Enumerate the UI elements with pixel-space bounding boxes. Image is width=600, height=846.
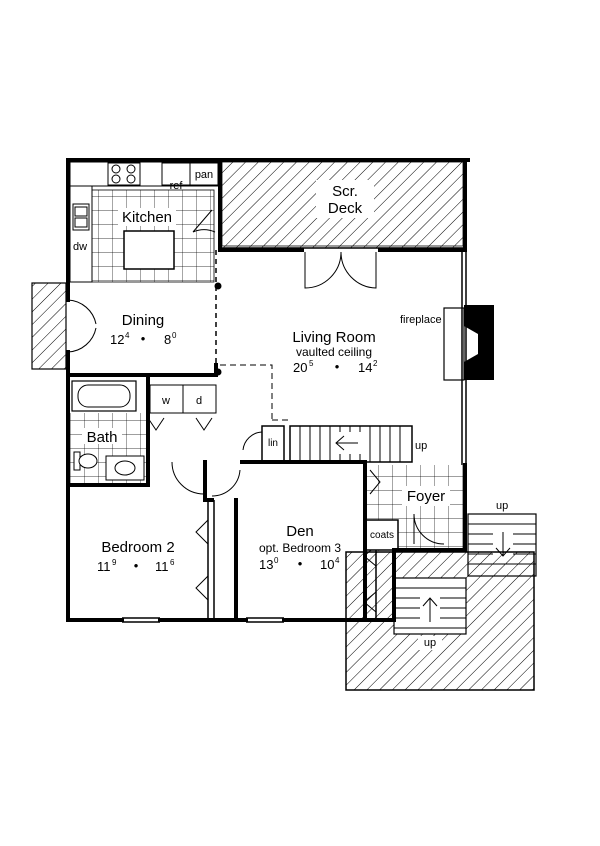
den-sub-label: opt. Bedroom 3 xyxy=(259,541,341,555)
laundry: w d xyxy=(147,384,217,431)
bedroom2-dim-sep: • xyxy=(134,558,139,573)
den-dim-sep: • xyxy=(298,556,303,571)
dining-length: 8 xyxy=(164,332,171,347)
fireplace-icon xyxy=(443,305,494,381)
right-stairs-up-label: up xyxy=(496,500,508,512)
coats-label: coats xyxy=(370,530,394,541)
deck-label-line1: Scr. xyxy=(332,183,358,200)
den-width-inches: 0 xyxy=(274,556,279,565)
stair-up-label: up xyxy=(415,440,427,452)
interior-stair: up xyxy=(289,425,427,463)
exterior-walls xyxy=(66,158,470,623)
pan-label: pan xyxy=(195,169,213,181)
sink-icon xyxy=(72,203,90,231)
dining-label: Dining xyxy=(122,312,165,329)
linen-label: lin xyxy=(268,438,278,449)
living-width-inches: 5 xyxy=(309,359,314,368)
dryer-label: d xyxy=(196,395,202,407)
living-length-inches: 2 xyxy=(373,359,378,368)
den-label: Den xyxy=(286,523,314,540)
dishwasher-label: dw xyxy=(73,241,87,253)
dining-length-inches: 0 xyxy=(172,331,177,340)
fireplace-label: fireplace xyxy=(400,314,442,326)
foyer: Foyer coats xyxy=(365,465,465,551)
bedroom2-width: 11 xyxy=(97,559,111,574)
entry-porch: up xyxy=(345,551,535,691)
deck-label-line2: Deck xyxy=(328,200,363,217)
ref-label: ref xyxy=(170,180,184,192)
linen-closet: lin xyxy=(242,425,285,463)
living-room: Living Room vaulted ceiling 20 5 • 14 2 … xyxy=(292,251,494,381)
bedroom2-label: Bedroom 2 xyxy=(101,539,174,556)
bedroom2-length-inches: 6 xyxy=(170,558,175,567)
dining-width: 12 xyxy=(110,332,124,347)
den-width: 13 xyxy=(259,557,273,572)
washer-label: w xyxy=(161,395,170,407)
kitchen-island xyxy=(123,230,175,270)
bedroom2-length: 11 xyxy=(155,559,169,574)
side-porch xyxy=(31,282,67,370)
bath-label: Bath xyxy=(87,429,118,446)
range-icon xyxy=(107,162,141,186)
bath: Bath xyxy=(70,380,148,483)
screened-deck: Scr. Deck xyxy=(219,159,466,249)
toilet-icon xyxy=(73,451,98,471)
bedroom2-width-inches: 9 xyxy=(112,558,117,567)
porch-stairs-up-label: up xyxy=(424,637,436,649)
vanity-sink-icon xyxy=(105,455,145,481)
bedroom-2: Bedroom 2 11 9 • 11 6 xyxy=(97,461,215,620)
den-length-inches: 4 xyxy=(335,556,340,565)
kitchen: ref pan dw Kitchen xyxy=(68,160,221,285)
living-sub-label: vaulted ceiling xyxy=(296,345,372,359)
living-label: Living Room xyxy=(292,329,375,346)
dining-room: Dining 12 4 • 8 0 xyxy=(67,299,177,353)
kitchen-label: Kitchen xyxy=(122,209,172,226)
living-width: 20 xyxy=(293,360,307,375)
dining-width-inches: 4 xyxy=(125,331,130,340)
living-dim-sep: • xyxy=(335,359,340,374)
dining-dim-sep: • xyxy=(141,331,146,346)
living-length: 14 xyxy=(358,360,372,375)
foyer-label: Foyer xyxy=(407,488,445,505)
den-length: 10 xyxy=(320,557,334,572)
